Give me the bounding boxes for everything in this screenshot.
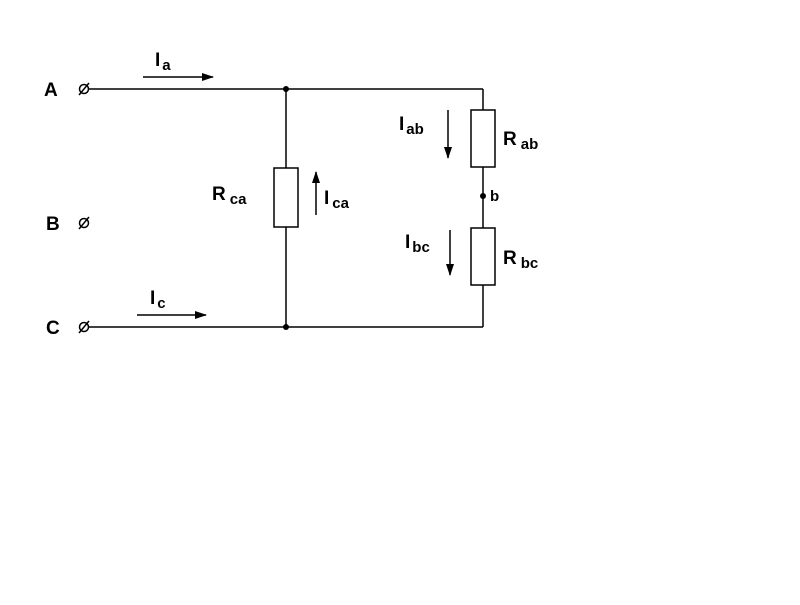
resistor-rbc: [470, 227, 496, 286]
junction-top: [283, 86, 289, 92]
terminal-b-label: B: [46, 214, 60, 235]
terminal-c-symbol: [78, 320, 90, 334]
terminal-c-label: C: [46, 318, 60, 339]
resistor-rca: [273, 167, 299, 228]
resistor-rab: [470, 109, 496, 168]
node-b-dot: [480, 193, 486, 199]
terminal-a-label: A: [44, 80, 58, 101]
junction-bottom: [283, 324, 289, 330]
node-b-label: b: [490, 188, 499, 205]
terminal-a-symbol: [78, 82, 90, 96]
terminal-b-symbol: [78, 216, 90, 230]
